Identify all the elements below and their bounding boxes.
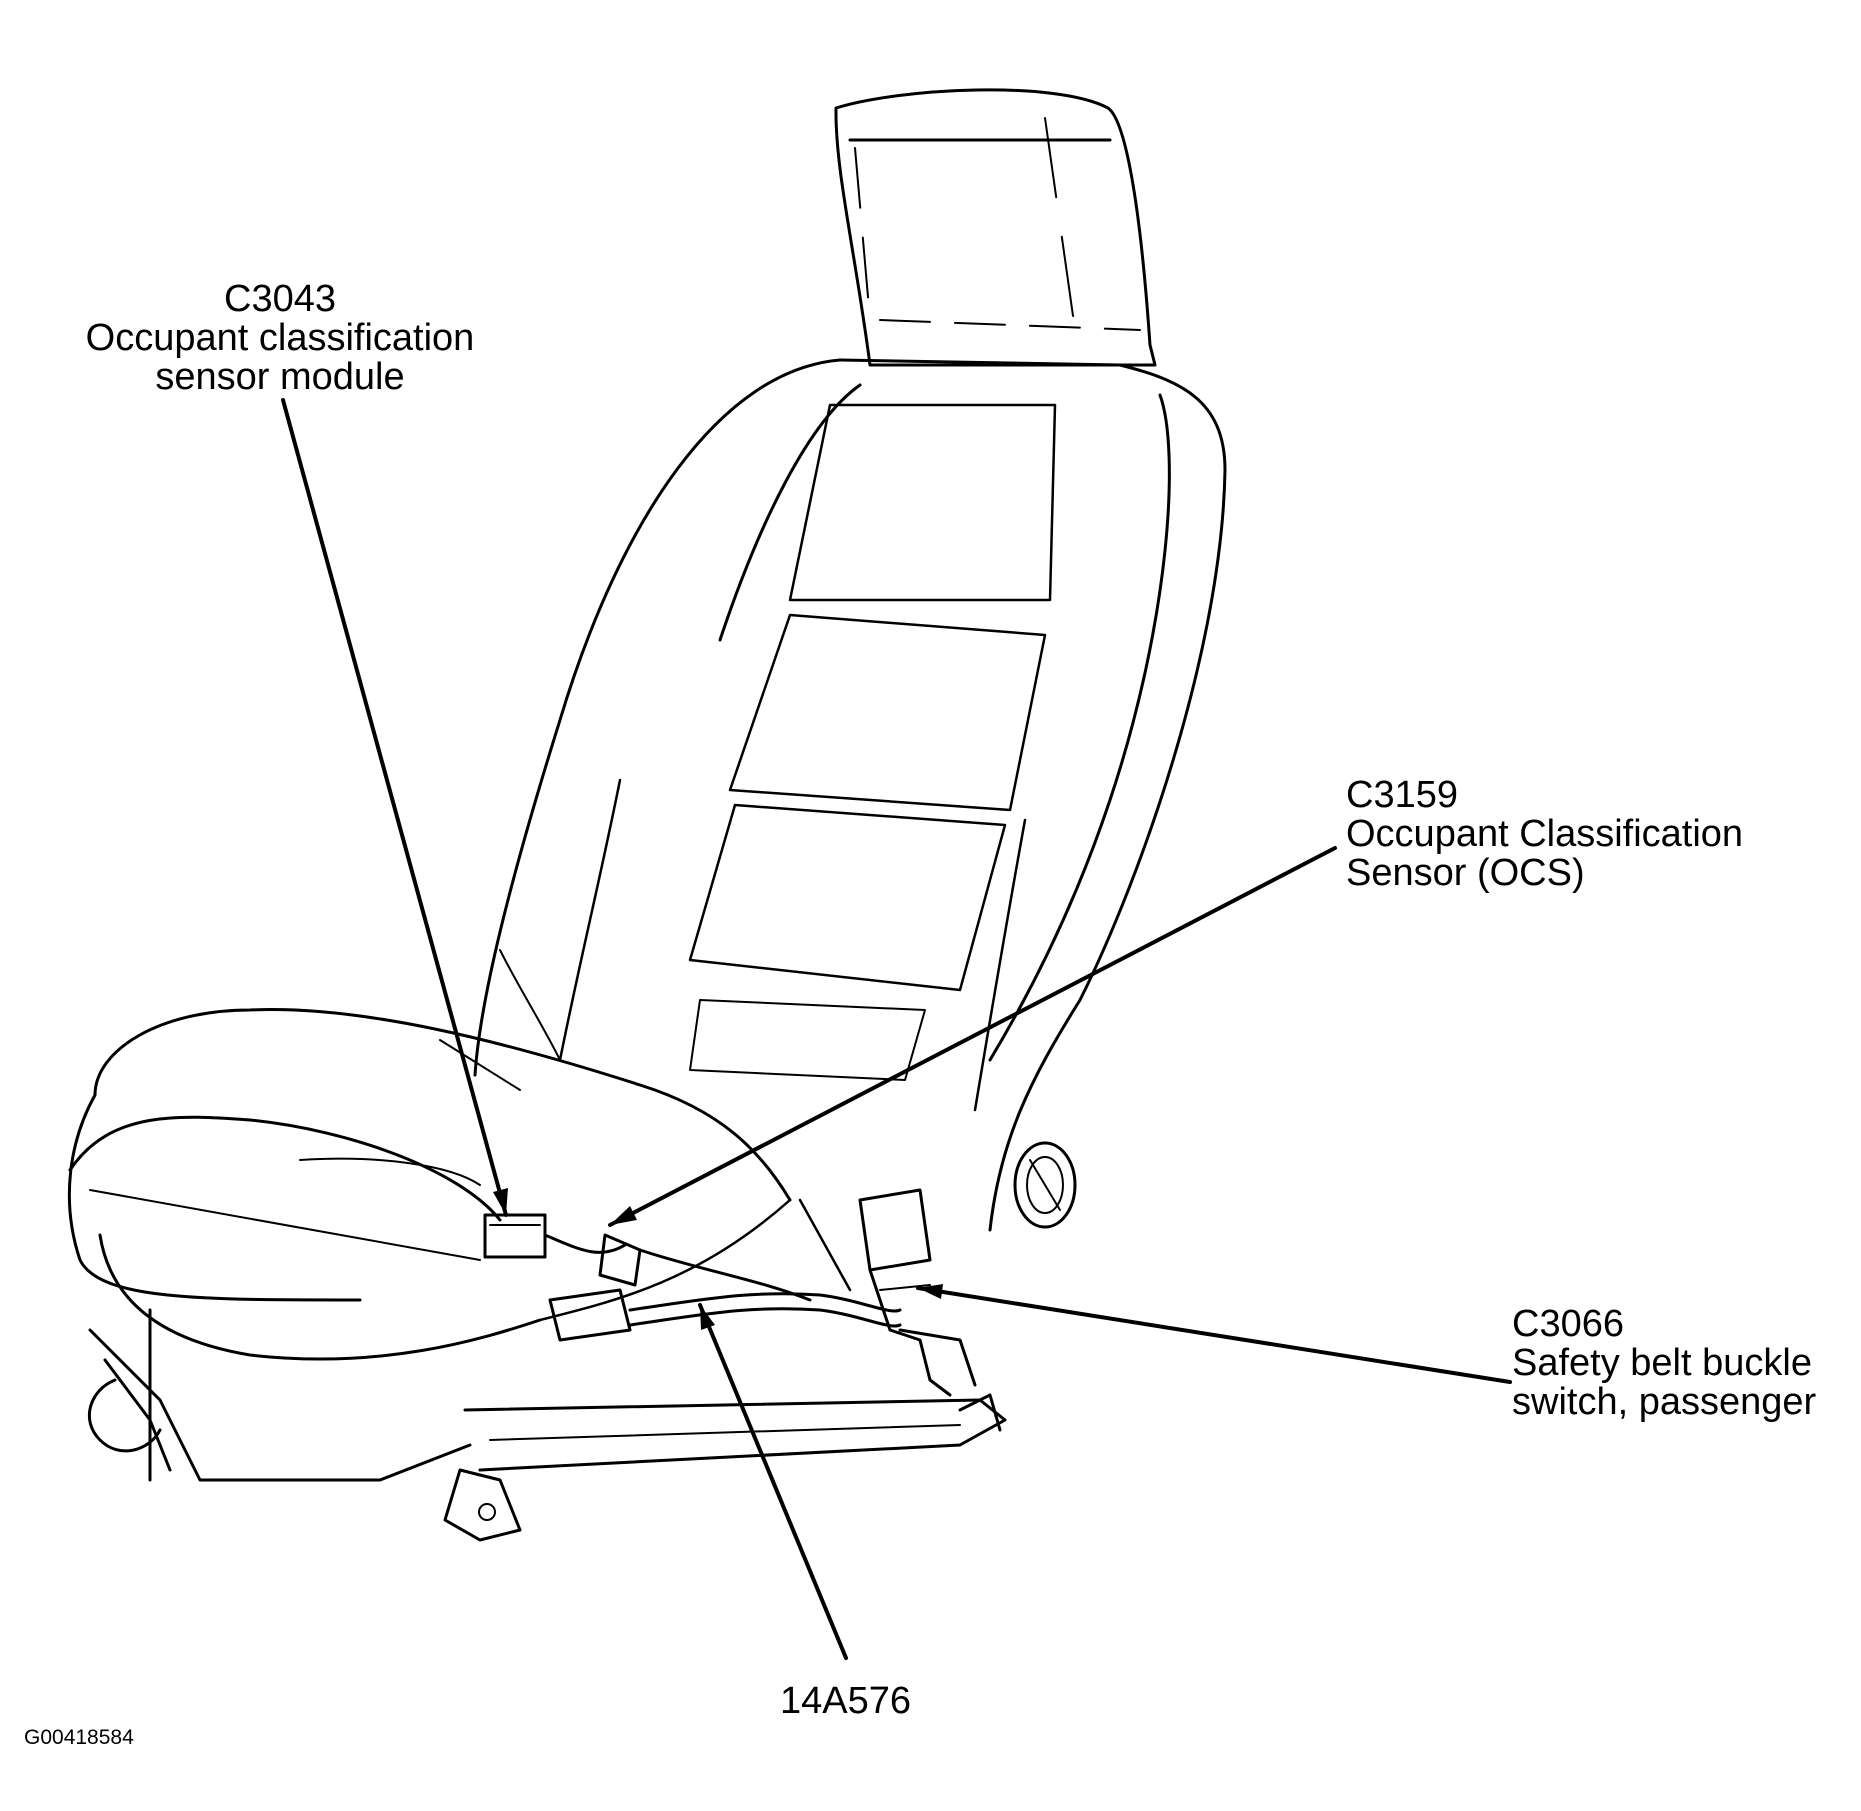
callout-14a576-code: 14A576 — [780, 1680, 912, 1722]
recliner-knob — [1013, 1141, 1077, 1229]
leader-lines — [281, 398, 1512, 1660]
callout-c3043-code: C3043 — [224, 278, 336, 320]
leader-arrowheads — [493, 1188, 943, 1330]
headrest — [834, 88, 1157, 367]
seat-back — [473, 358, 1227, 1232]
callout-c3159-line1: Occupant Classification — [1346, 813, 1744, 855]
arrowhead-c3066 — [918, 1284, 943, 1299]
callout-c3159: C3159 Occupant Classification Sensor (OC… — [1346, 776, 1743, 893]
arrowhead-c3043 — [493, 1188, 508, 1215]
callout-c3066: C3066 Safety belt buckle switch, passeng… — [1512, 1305, 1816, 1422]
callout-c3043: C3043 Occupant classification sensor mod… — [70, 280, 490, 397]
arrowhead-c3159 — [610, 1206, 637, 1225]
leader-14a576 — [698, 1303, 848, 1660]
callout-c3159-line2: Sensor (OCS) — [1346, 852, 1585, 894]
leader-c3159 — [608, 846, 1337, 1227]
callout-c3066-code: C3066 — [1512, 1303, 1624, 1345]
seat-frame — [87, 1308, 1007, 1542]
seat-cushion — [67, 1008, 852, 1361]
callout-c3043-line1: Occupant classification — [85, 317, 475, 359]
callout-c3066-line1: Safety belt buckle — [1512, 1342, 1812, 1384]
leader-c3066 — [916, 1286, 1512, 1384]
callout-c3043-line2: sensor module — [155, 356, 405, 398]
callout-14a576: 14A576 — [780, 1682, 911, 1721]
leader-c3043 — [281, 398, 508, 1217]
arrowhead-14a576 — [700, 1305, 715, 1330]
figure-id: G00418584 — [24, 1726, 134, 1749]
callout-c3159-code: C3159 — [1346, 774, 1458, 816]
wiring-harness — [483, 1188, 977, 1397]
callout-c3066-line2: switch, passenger — [1512, 1381, 1817, 1423]
